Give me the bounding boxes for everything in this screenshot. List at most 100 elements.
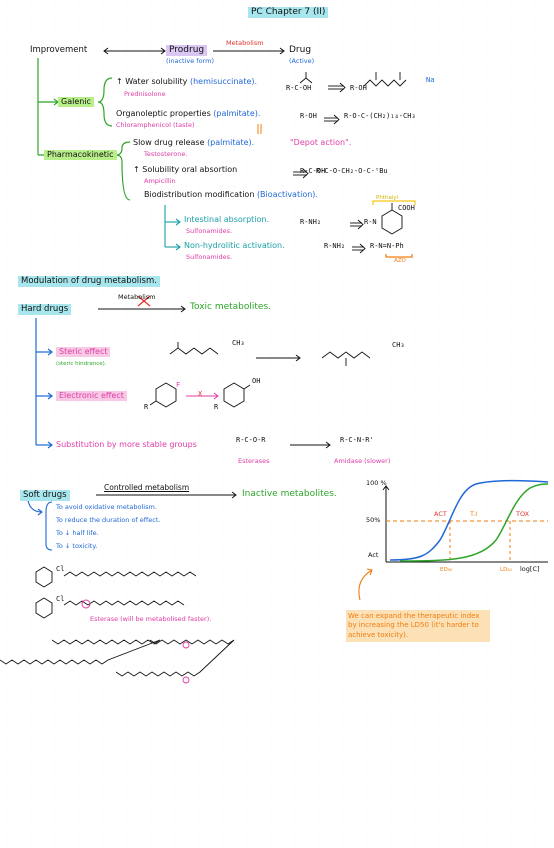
soft-bullet-2: To reduce the duration of effect. xyxy=(56,516,161,524)
prodrug-sub: (inactive form) xyxy=(166,57,214,65)
chem-amide: R-C-N-R' xyxy=(340,436,374,444)
organoleptic-text: Organoleptic properties xyxy=(116,109,211,118)
amidase-label: Amidase (slower) xyxy=(334,457,391,465)
graph-y-top: 100 % xyxy=(366,479,387,487)
testosterone-label: Testosterone. xyxy=(144,150,188,158)
arrow-improvement-prodrug xyxy=(103,47,166,55)
oral-absorption-text: Solubility oral absortion xyxy=(142,165,238,174)
chem-quat-1: CH₃ xyxy=(232,339,245,347)
chloramphenicol-label: Chloramphenicol (taste) xyxy=(116,121,195,129)
steric-structure-right xyxy=(321,351,371,366)
graph-tox-label: TOX xyxy=(516,510,530,518)
chem-r-right: R xyxy=(214,403,219,411)
water-solubility-label: ↑ Water solubility (hemisuccinate). xyxy=(116,77,258,86)
organoleptic-label: Organoleptic properties (palmitate). xyxy=(116,110,260,118)
biodistribution-label: Biodistribution modification (Bioactivat… xyxy=(144,191,318,199)
series-act xyxy=(389,479,549,561)
ester-marker xyxy=(81,599,91,609)
graph-axes xyxy=(382,485,548,563)
intestinal-label: Intestinal absorption. xyxy=(184,215,270,224)
water-solubility-note: (hemisuccinate). xyxy=(189,77,258,86)
pyridinium-1 xyxy=(35,566,197,588)
graph-ed50: ED₅₀ xyxy=(440,567,453,573)
prednisolone-label: Prednisolone xyxy=(124,90,166,98)
water-solubility-text: Water solubility xyxy=(125,77,188,86)
pk-brace xyxy=(115,141,131,201)
steric-structure-left xyxy=(169,342,219,355)
macrocycle-left xyxy=(0,639,161,665)
organoleptic-note: (palmitate). xyxy=(213,109,261,118)
soft-bullet-4: To ↓ toxicity. xyxy=(56,542,98,550)
azo-label: AZO xyxy=(394,258,406,264)
substitution-label: Substitution by more stable groups xyxy=(56,440,197,449)
graph-ti-label: T.I xyxy=(470,510,478,518)
metabolism-cross xyxy=(137,295,151,307)
modulation-heading: Modulation of drug metabolism. xyxy=(18,276,160,287)
soft-drugs-label: Soft drugs xyxy=(20,490,70,501)
page-title: PC Chapter 7 (II) xyxy=(248,7,329,18)
toxic-metabolites: Toxic metabolites. xyxy=(190,302,272,312)
hard-drugs-tree xyxy=(35,318,53,449)
graph-note: We can expand the therapeutic index by i… xyxy=(346,610,490,643)
sulfonamides-1: Sulfonamides. xyxy=(186,227,233,235)
metabolism-label: Metabolism xyxy=(226,39,264,47)
esterase-note: Esterase (will be metabolised faster). xyxy=(90,615,212,623)
esterases-label: Esterases xyxy=(238,457,270,465)
drug-label: Drug xyxy=(289,45,312,55)
azo-bracket xyxy=(385,254,413,258)
soft-drugs-arrow xyxy=(96,491,237,499)
graph-x-label: log[C] xyxy=(520,565,540,573)
graph-note-arrow-head xyxy=(366,568,373,576)
graph-y-label: Act xyxy=(368,551,379,559)
metabolism-crossed: Metabolism xyxy=(118,293,156,301)
phthalyl-bracket xyxy=(372,200,416,205)
chem-rcooh: R-C-OH xyxy=(300,167,326,175)
steric-effect-label: Steric effect xyxy=(56,347,111,357)
biodistribution-text: Biodistribution modification xyxy=(144,190,255,199)
chem-rcooh-top: R-C-OH xyxy=(286,84,312,92)
graph-y-mid: 50% xyxy=(366,516,381,524)
prodrug-label: Prodrug xyxy=(166,45,208,56)
chem-cooh: COOH xyxy=(398,204,415,212)
depot-label: "Depot action". xyxy=(290,138,352,147)
graph-act-label: ACT xyxy=(434,510,447,518)
soft-bullet-1: To avoid oxidative metabolism. xyxy=(56,503,157,511)
soft-brace xyxy=(27,499,53,551)
electronic-ring-right xyxy=(223,382,251,408)
electronic-ring-left xyxy=(149,382,177,408)
arrow-prodrug-drug xyxy=(213,47,285,55)
macrocycle-right xyxy=(115,639,235,684)
series-tox xyxy=(399,483,549,562)
phthalyl-label: Phthalyl xyxy=(376,195,399,201)
steric-arrow-head xyxy=(295,354,301,362)
pharmacokinetic-label: Pharmacokinetic xyxy=(44,150,117,160)
chem-cl-2: Cl xyxy=(56,595,65,603)
galenic-label: Galenic xyxy=(58,97,94,107)
chem-na: Na xyxy=(426,76,435,84)
pyridinium-2 xyxy=(35,597,185,619)
electronic-arrow-head xyxy=(213,392,219,400)
chem-r-prednisolone: R-OH xyxy=(350,84,367,92)
chem-x: X xyxy=(198,390,203,398)
soft-bullet-3: To ↓ half life. xyxy=(56,529,99,537)
prednisolone-reaction xyxy=(293,72,407,254)
inactive-metabolites: Inactive metabolites. xyxy=(242,489,337,499)
chem-cl-1: Cl xyxy=(56,565,65,573)
controlled-metabolism: Controlled metabolism xyxy=(104,483,190,492)
chem-f: F xyxy=(176,381,181,389)
hard-drugs-label: Hard drugs xyxy=(18,304,72,315)
chem-roh-1: R-OH xyxy=(300,112,317,120)
drug-sub: (Active) xyxy=(289,57,315,65)
slow-release-text: Slow drug release xyxy=(133,138,205,147)
slow-release-label: Slow drug release (palmitate). xyxy=(133,139,254,147)
galenic-brace xyxy=(97,77,113,127)
ampicillin-label: Ampicillin xyxy=(144,177,176,185)
chem-oh: OH xyxy=(252,377,261,385)
improvement-label: Improvement xyxy=(30,45,88,55)
non-hydrolitic-label: Non-hydrolitic activation. xyxy=(184,241,285,250)
slow-release-note: (palmitate). xyxy=(207,138,255,147)
phthalyl-ring xyxy=(381,203,403,235)
chem-rn: R-N xyxy=(364,218,377,226)
substitution-arrow-head xyxy=(325,441,331,449)
